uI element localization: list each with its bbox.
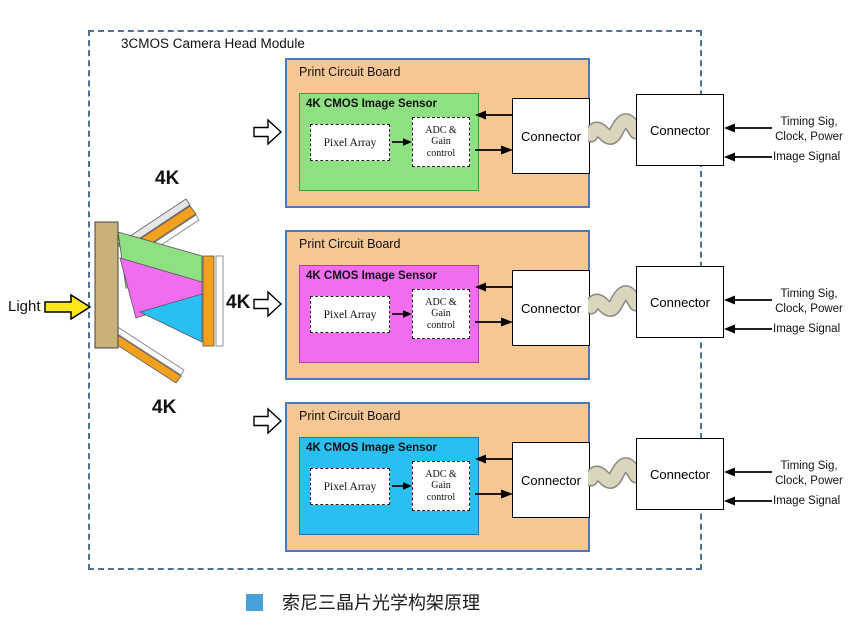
connector-to-sensor-arrow-icon	[475, 282, 513, 292]
label-4k-bottom: 4K	[152, 397, 177, 418]
timing-signal-label: Timing Sig, Clock, Power	[775, 116, 843, 143]
connector-external: Connector	[636, 94, 724, 166]
caption-bullet	[246, 593, 263, 611]
right-filter-strip-white	[215, 255, 224, 347]
image-signal-label: Image Signal	[773, 495, 841, 507]
image-signal-arrow-icon	[724, 324, 772, 334]
sensor-to-connector-arrow-icon	[475, 489, 513, 499]
pixel-array-box: Pixel Array	[310, 468, 390, 505]
input-block-arrow-icon	[253, 290, 283, 318]
light-label: Light	[8, 298, 41, 315]
timing-signal-label: Timing Sig, Clock, Power	[775, 460, 843, 487]
input-block-arrow-icon	[253, 407, 283, 435]
timing-input-arrow-icon	[724, 123, 772, 133]
cmos-sensor-green: 4K CMOS Image Sensor Pixel Array ADC & G…	[299, 93, 479, 191]
timing-input-arrow-icon	[724, 295, 772, 305]
connector-external: Connector	[636, 266, 724, 338]
prism-cyan	[138, 293, 203, 343]
connector-board: Connector	[512, 442, 590, 518]
cmos-sensor-cyan: 4K CMOS Image Sensor Pixel Array ADC & G…	[299, 437, 479, 535]
label-4k-top: 4K	[155, 168, 180, 189]
pixel-to-adc-arrow-icon	[392, 310, 412, 318]
print-circuit-board: Print Circuit Board 4K CMOS Image Sensor…	[285, 402, 590, 552]
pixel-array-box: Pixel Array	[310, 124, 390, 161]
flex-cable	[588, 285, 638, 317]
pcb-label: Print Circuit Board	[299, 409, 401, 423]
bottom-filter-strip-orange	[107, 331, 182, 384]
flex-cable	[588, 457, 638, 489]
image-signal-label: Image Signal	[773, 151, 841, 163]
timing-input-arrow-icon	[724, 467, 772, 477]
timing-signal-label: Timing Sig, Clock, Power	[775, 288, 843, 315]
pcb-label: Print Circuit Board	[299, 65, 401, 79]
pixel-to-adc-arrow-icon	[392, 482, 412, 490]
adc-gain-box: ADC & Gain control	[412, 461, 470, 511]
right-filter-strip-orange	[202, 255, 215, 347]
input-block-arrow-icon	[253, 118, 283, 146]
channel-row-cyan: Print Circuit Board 4K CMOS Image Sensor…	[253, 402, 852, 554]
sensor-to-connector-arrow-icon	[475, 317, 513, 327]
cmos-sensor-magenta: 4K CMOS Image Sensor Pixel Array ADC & G…	[299, 265, 479, 363]
sensor-label: 4K CMOS Image Sensor	[306, 270, 438, 282]
light-arrow-shape	[44, 293, 92, 321]
image-signal-arrow-icon	[724, 496, 772, 506]
bottom-filter-strip-white	[112, 325, 185, 376]
sensor-to-connector-arrow-icon	[475, 145, 513, 155]
light-arrow-icon	[44, 293, 92, 321]
pixel-to-adc-arrow-icon	[392, 138, 412, 146]
image-signal-arrow-icon	[724, 152, 772, 162]
label-4k-middle: 4K	[226, 292, 251, 313]
channel-row-magenta: Print Circuit Board 4K CMOS Image Sensor…	[253, 230, 852, 382]
caption-text: 索尼三晶片光学构架原理	[282, 593, 480, 613]
caption: 索尼三晶片光学构架原理	[246, 589, 480, 615]
connector-board: Connector	[512, 98, 590, 174]
pixel-array-box: Pixel Array	[310, 296, 390, 333]
prism-assembly	[94, 198, 224, 384]
flex-cable	[588, 113, 638, 145]
pcb-label: Print Circuit Board	[299, 237, 401, 251]
prism-entry-block	[94, 221, 119, 349]
adc-gain-box: ADC & Gain control	[412, 289, 470, 339]
connector-to-sensor-arrow-icon	[475, 110, 513, 120]
sensor-label: 4K CMOS Image Sensor	[306, 442, 438, 454]
sensor-label: 4K CMOS Image Sensor	[306, 98, 438, 110]
connector-board: Connector	[512, 270, 590, 346]
connector-external: Connector	[636, 438, 724, 510]
adc-gain-box: ADC & Gain control	[412, 117, 470, 167]
connector-to-sensor-arrow-icon	[475, 454, 513, 464]
module-title: 3CMOS Camera Head Module	[121, 36, 305, 51]
channel-row-green: Print Circuit Board 4K CMOS Image Sensor…	[253, 58, 852, 210]
image-signal-label: Image Signal	[773, 323, 841, 335]
